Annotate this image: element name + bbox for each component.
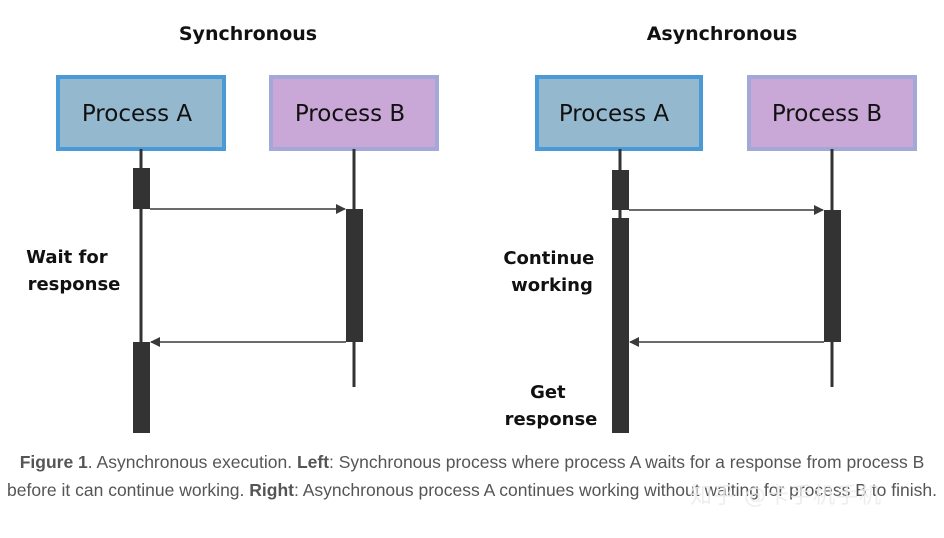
sync-activation-a-1 xyxy=(133,168,150,209)
figure-caption: Figure 1. Asynchronous execution. Left: … xyxy=(0,449,944,504)
sync-process-b-box: Process B xyxy=(269,75,439,151)
sync-process-a-label: Process A xyxy=(82,101,193,127)
sync-process-a-box: Process A xyxy=(56,75,226,151)
async-activation-b xyxy=(824,210,841,342)
async-process-a-label: Process A xyxy=(559,101,670,127)
sync-title: Synchronous xyxy=(179,23,317,45)
sync-activation-a-2 xyxy=(133,342,150,433)
async-process-b-box: Process B xyxy=(747,75,917,151)
caption-left-label: Left xyxy=(296,452,330,472)
async-activation-a-1 xyxy=(612,170,629,210)
caption-text-3: : Asynchronous process A continues worki… xyxy=(293,479,937,500)
async-activation-a-2 xyxy=(612,218,629,433)
sync-activation-b xyxy=(346,209,363,342)
async-continue-label: Continue working xyxy=(503,248,600,296)
watermark: 知乎 @卡手机手机 xyxy=(690,484,882,509)
caption-figure-number: Figure 1 xyxy=(19,452,88,472)
async-title: Asynchronous xyxy=(647,23,798,45)
sync-wait-label: Wait for response xyxy=(26,247,120,295)
async-process-b-label: Process B xyxy=(772,101,882,127)
sync-process-b-label: Process B xyxy=(295,101,405,127)
async-process-a-box: Process A xyxy=(535,75,703,151)
caption-text-1: . Asynchronous execution. xyxy=(87,452,297,472)
diagram-canvas: Synchronous Process A Process B Wait for… xyxy=(26,23,917,433)
caption-right-label: Right xyxy=(249,479,294,500)
async-get-response-label: Get response xyxy=(505,382,598,430)
caption-text-2: : Synchronous process where process A wa… xyxy=(7,452,925,500)
